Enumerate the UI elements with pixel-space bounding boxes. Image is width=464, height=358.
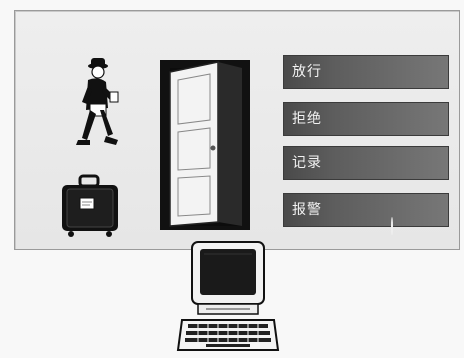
- alarm-button-label: 报警: [292, 202, 322, 218]
- release-button-label: 放行: [292, 64, 322, 80]
- record-button[interactable]: 记录: [283, 146, 449, 180]
- release-button[interactable]: 放行: [283, 55, 449, 89]
- suitcase-icon: [58, 174, 122, 240]
- reject-button[interactable]: 拒绝: [283, 102, 449, 136]
- alarm-button[interactable]: 报警: [283, 193, 449, 227]
- reject-button-label: 拒绝: [292, 111, 322, 127]
- computer-terminal-icon: [176, 238, 280, 356]
- cursor-marker: [391, 217, 393, 235]
- open-door-icon: [158, 58, 254, 232]
- record-button-label: 记录: [292, 155, 322, 171]
- walking-person-icon: [68, 56, 122, 156]
